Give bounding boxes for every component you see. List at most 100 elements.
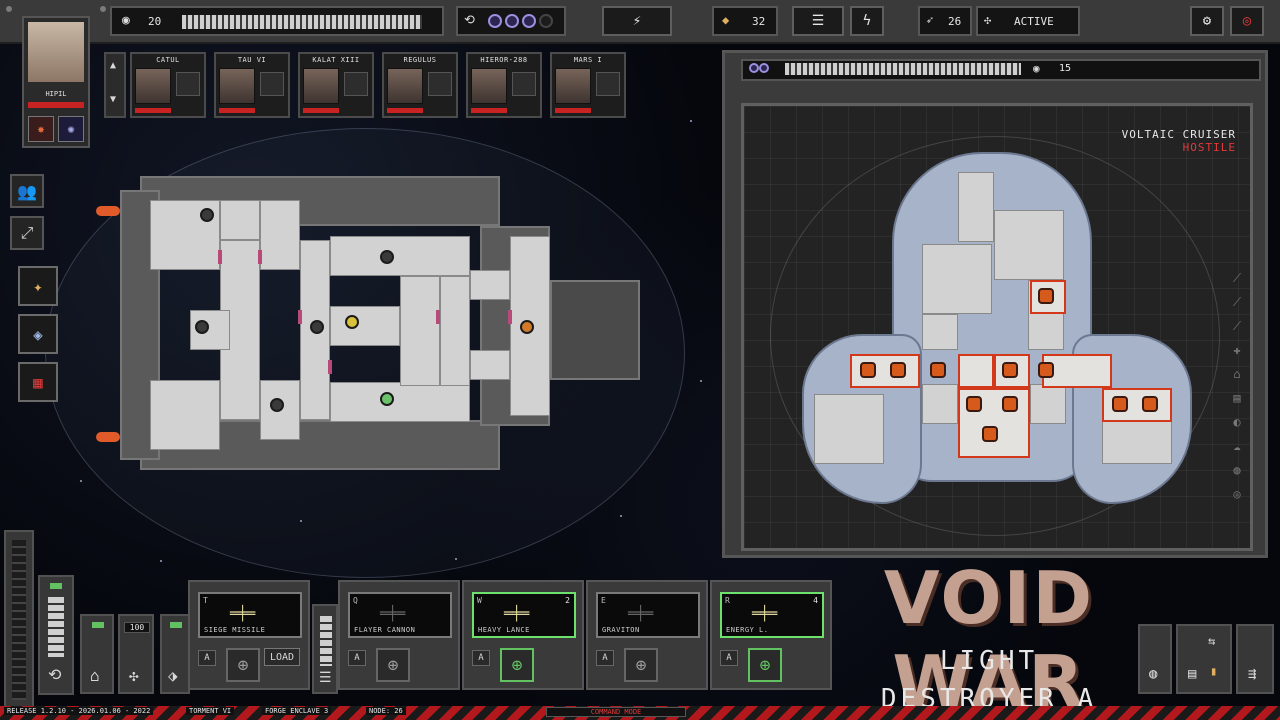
door-icon: ◍	[1149, 666, 1158, 682]
door-control[interactable]: ◍	[1138, 624, 1172, 694]
drone-icon: ✣	[984, 13, 992, 27]
crosshair-icon: ⊕	[759, 654, 771, 676]
crew-health-bar	[219, 108, 255, 113]
weapons-power[interactable]: ☰	[312, 604, 338, 694]
target-button[interactable]: ◎	[1230, 6, 1264, 36]
weapon-target-button[interactable]: ⊕	[226, 648, 260, 682]
crew-card[interactable]: TAU VI	[214, 52, 290, 118]
shield-pip	[539, 14, 553, 28]
auto-fire-key[interactable]: A	[720, 650, 738, 666]
engine-system[interactable]: ⌂	[80, 614, 114, 694]
sensor-control[interactable]: ⇆ ▤ ▮	[1176, 624, 1232, 694]
weapon-slot[interactable]: T═╪═SIEGE MISSILE A ⊕LOAD	[188, 580, 310, 690]
warp-icon: ✺	[67, 122, 75, 136]
crew-portrait	[471, 68, 507, 104]
captain-ability-2[interactable]: ✺	[58, 116, 84, 142]
crew-speed-button[interactable]: ☰	[792, 6, 844, 36]
weapon-name: SIEGE MISSILE	[204, 626, 266, 634]
location-name: FORGE ENCLAVE 3	[262, 707, 332, 715]
ability-beacon-button[interactable]: ◈	[18, 314, 58, 354]
crew-health-bar	[387, 108, 423, 113]
captain-ability-1[interactable]: ✸	[28, 116, 54, 142]
reserve-power: 100 ✣	[118, 614, 154, 694]
settings-button[interactable]: ⚙	[1190, 6, 1224, 36]
crew-name: MARS I	[573, 56, 603, 64]
shield-pip	[522, 14, 536, 28]
lightning-icon: ⚡	[632, 13, 642, 29]
weapon-name: GRAVITON	[602, 626, 640, 634]
expand-button[interactable]: ⤢	[10, 216, 44, 250]
weapon-target-button[interactable]: ⊕	[376, 648, 410, 682]
scrap-panel: ◆ 32	[712, 6, 778, 36]
sector-name: TORMENT VI	[186, 707, 235, 715]
ability-claws-button[interactable]: ✦	[18, 266, 58, 306]
weapon-screen[interactable]: Q═╪═FLAYER CANNON	[348, 592, 452, 638]
crew-name: REGULUS	[403, 56, 437, 64]
shield-pip	[505, 14, 519, 28]
mode-label[interactable]: COMMAND MODE	[546, 707, 686, 717]
crew-group-button[interactable]: 👥	[10, 174, 44, 208]
enemy-system-icons: ⟋ ⟋ ⟋ ✚ ⌂ ▤ ◐ ☁ ◍ ◎	[1228, 266, 1246, 536]
weapon-target-button[interactable]: ⊕	[748, 648, 782, 682]
weapon-power: 4	[813, 596, 818, 605]
crew-card[interactable]: KALAT XIII	[298, 52, 374, 118]
weapon-target-button[interactable]: ⊕	[624, 648, 658, 682]
auto-fire-key[interactable]: A	[348, 650, 366, 666]
medical-icon: ✚	[1233, 343, 1241, 357]
medical-icon: ⬗	[168, 666, 178, 685]
crew-name: KALAT XIII	[312, 56, 360, 64]
weapon-slot[interactable]: Q═╪═FLAYER CANNON A ⊕	[338, 580, 460, 690]
weapon-target-button[interactable]: ⊕	[500, 648, 534, 682]
enemy-panel: ◉ 15 VOLTAIC CRUISER HOSTILE	[722, 50, 1268, 558]
grid-icon: ▦	[33, 372, 43, 392]
captain-card[interactable]: HIPIL ✸ ✺	[22, 16, 90, 148]
crew-health-bar	[471, 108, 507, 113]
player-ship[interactable]	[96, 170, 640, 490]
engine-icon: ⌂	[1233, 367, 1241, 381]
crew-item-icon	[512, 72, 536, 96]
overdrive-button[interactable]: ϟ	[850, 6, 884, 36]
oxygen-control[interactable]: ⇶	[1236, 624, 1274, 694]
shield-system[interactable]: ⟲	[38, 575, 74, 695]
claws-icon: ✦	[33, 276, 43, 296]
weapon-slot[interactable]: E═╪═GRAVITON A ⊕	[586, 580, 708, 690]
enemy-shield-icon: ◉	[1033, 62, 1040, 75]
hull-icon: ◉	[122, 13, 130, 28]
crew-card[interactable]: CATUL	[130, 52, 206, 118]
captain-name: HIPIL	[45, 90, 67, 98]
ability-grid-button[interactable]: ▦	[18, 362, 58, 402]
missile-panel: ➶ 26	[918, 6, 972, 36]
crew-card[interactable]: MARS I	[550, 52, 626, 118]
auto-fire-key[interactable]: A	[198, 650, 216, 666]
crew-health-bar	[135, 108, 171, 113]
top-bar: ◉ 20 ⟲ ⚡ ◆ 32 ☰ ϟ ➶ 26 ✣ ACTIVE ⚙ ◎	[0, 0, 1280, 44]
target-icon: ◎	[1242, 13, 1252, 29]
crew-portrait	[219, 68, 255, 104]
crew-icon: 👥	[17, 181, 37, 201]
crew-card[interactable]: REGULUS	[382, 52, 458, 118]
scroll-up-icon[interactable]: ▲	[110, 60, 117, 71]
medbay-system[interactable]: ⬗	[160, 614, 190, 694]
enemy-ship[interactable]	[802, 144, 1192, 524]
crew-card[interactable]: HIEROR-288	[466, 52, 542, 118]
reactor-column	[4, 530, 34, 710]
door-icon: ▤	[1233, 391, 1241, 405]
reactor-bar	[12, 540, 26, 700]
weapon-screen[interactable]: E═╪═GRAVITON	[596, 592, 700, 638]
weapon-screen[interactable]: T═╪═SIEGE MISSILE	[198, 592, 302, 638]
scroll-down-icon[interactable]: ▼	[110, 94, 117, 105]
auto-fire-key[interactable]: A	[596, 650, 614, 666]
logo-title: VOID WAR	[883, 556, 1095, 720]
power-surge-button[interactable]: ⚡	[602, 6, 672, 36]
weapon-power: 2	[565, 596, 570, 605]
load-button[interactable]: LOAD	[264, 648, 300, 666]
sword-icon: ⟋	[1232, 271, 1242, 285]
reserve-value: 100	[124, 622, 150, 633]
weapons-icon: ☰	[319, 670, 332, 686]
beacon-icon: ◈	[33, 324, 43, 344]
auto-fire-key[interactable]: A	[472, 650, 490, 666]
